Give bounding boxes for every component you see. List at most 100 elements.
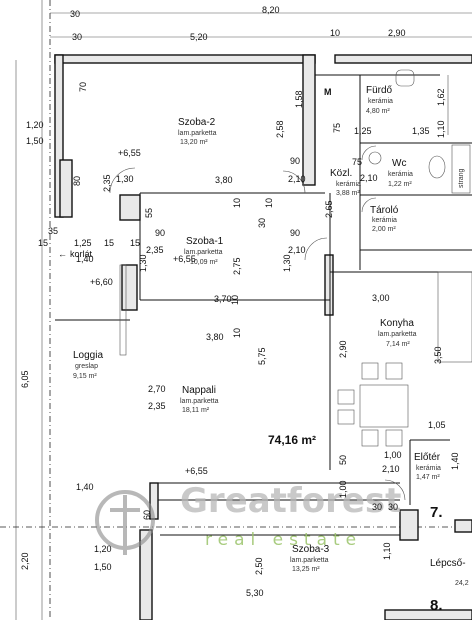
- sink-icon: [395, 69, 415, 87]
- dim: 8,20: [262, 5, 280, 15]
- unit-7-label: 7.: [430, 504, 443, 521]
- dim: 1,40: [450, 452, 460, 470]
- dim: 10: [330, 28, 340, 38]
- dim: 1,30: [138, 254, 148, 272]
- dim: 5,75: [257, 347, 267, 365]
- level-1: +6,55: [118, 148, 141, 158]
- room-szoba2-name: Szoba-2: [178, 117, 216, 128]
- dim: 5,20: [190, 32, 208, 42]
- dim: 2,50: [254, 557, 264, 575]
- dim: 1,35: [412, 126, 430, 136]
- dim: 2,10: [288, 174, 306, 184]
- dim: 1,25: [354, 126, 372, 136]
- strang-label: strang: [458, 168, 465, 188]
- room-kozl-area: 3,88 m²: [336, 190, 360, 197]
- dim: 35: [48, 226, 58, 236]
- dim: 10: [232, 198, 242, 208]
- dim: 1,62: [436, 88, 446, 106]
- level-3: +6,60: [90, 277, 113, 287]
- dim: 1,50: [94, 562, 112, 572]
- dim: 1,25: [74, 238, 92, 248]
- arrow-left-icon: ←: [58, 249, 67, 259]
- dim: 1,10: [382, 542, 392, 560]
- level-2: +6,55: [173, 254, 196, 264]
- dim: 80: [72, 176, 82, 186]
- kitchen-counter: [437, 271, 472, 363]
- dim: 1,30: [116, 174, 134, 184]
- dim: 1,00: [338, 480, 348, 498]
- fixtures: [119, 69, 472, 447]
- room-wc-name: Wc: [392, 158, 406, 169]
- room-nappali-floor: lam.parketta: [180, 398, 219, 405]
- room-furdo-floor: kerámia: [368, 98, 393, 105]
- watermark-sub: real estate: [205, 530, 362, 550]
- room-szoba2-floor: lam.parketta: [178, 130, 217, 137]
- dim: 15: [38, 238, 48, 248]
- room-konyha-name: Konyha: [380, 318, 414, 329]
- railing-label: korlát: [70, 249, 93, 259]
- room-lepcso-area: 24,2: [455, 580, 469, 587]
- room-wc-floor: kerámia: [388, 171, 413, 178]
- dim: 50: [338, 455, 348, 465]
- dim: 2,70: [148, 384, 166, 394]
- washbasin-icon: [368, 151, 382, 165]
- toilet-icon: [428, 155, 446, 179]
- room-szoba2-area: 13,20 m²: [180, 139, 208, 146]
- dim: 1,40: [76, 254, 94, 264]
- dim: 1,00: [384, 450, 402, 460]
- room-kozl-floor: kerámia: [336, 181, 361, 188]
- dining-table-icon: [359, 384, 409, 428]
- dim: 3,70: [214, 294, 232, 304]
- room-konyha-area: 7,14 m²: [386, 341, 410, 348]
- dim: 1,40: [76, 482, 94, 492]
- dim: 10: [264, 198, 274, 208]
- dim: 6,05: [20, 370, 30, 388]
- total-area: 74,16 m²: [268, 433, 316, 447]
- strang-box: [451, 144, 471, 194]
- dim: 2,35: [148, 401, 166, 411]
- room-eloter-name: Előtér: [414, 452, 441, 463]
- dim: 2,90: [388, 28, 406, 38]
- dim: 3,80: [215, 175, 233, 185]
- dim: 2,75: [232, 257, 242, 275]
- dim: 90: [290, 228, 300, 238]
- room-eloter-floor: kerámia: [416, 465, 441, 472]
- dim: 30: [388, 502, 398, 512]
- room-szoba1-name: Szoba-1: [186, 236, 224, 247]
- dim: 2,10: [382, 464, 400, 474]
- dim: 2,65: [324, 200, 334, 218]
- dim: 1,50: [26, 136, 44, 146]
- dim: 5,30: [246, 588, 264, 598]
- dim: 30: [72, 32, 82, 42]
- partitions: [55, 74, 472, 536]
- dim: 2,10: [360, 173, 378, 183]
- dim: 2,90: [338, 340, 348, 358]
- dim: 1,30: [282, 254, 292, 272]
- level-4: +6,55: [185, 466, 208, 476]
- dimension-numbers: 8,20 30 30 5,20 10 2,90 1,20 1,50 70 80 …: [20, 5, 460, 598]
- dim: 90: [155, 228, 165, 238]
- walls: [54, 54, 472, 620]
- room-loggia-area: 9,15 m²: [73, 373, 97, 380]
- watermark-brand: Greatforest: [180, 481, 401, 521]
- dim: 2,35: [146, 245, 164, 255]
- meter-label: M: [324, 87, 332, 97]
- dim: 15: [104, 238, 114, 248]
- room-tarolo-name: Tároló: [370, 205, 399, 216]
- dim: 15: [130, 238, 140, 248]
- dim: 1,58: [294, 90, 304, 108]
- dim: 3,80: [206, 332, 224, 342]
- dim: 10: [232, 328, 242, 338]
- dim: 10: [230, 295, 240, 305]
- room-szoba1-area: 10,09 m²: [190, 259, 218, 266]
- room-konyha-floor: lam.parketta: [378, 331, 417, 338]
- dim: 3,50: [433, 346, 443, 364]
- watermark: Greatforest real estate: [95, 481, 401, 555]
- room-loggia-floor: greslap: [75, 363, 98, 370]
- dim: 70: [78, 82, 88, 92]
- room-nappali-area: 18,11 m²: [182, 407, 210, 414]
- railing: [119, 264, 127, 356]
- dim: 30: [372, 502, 382, 512]
